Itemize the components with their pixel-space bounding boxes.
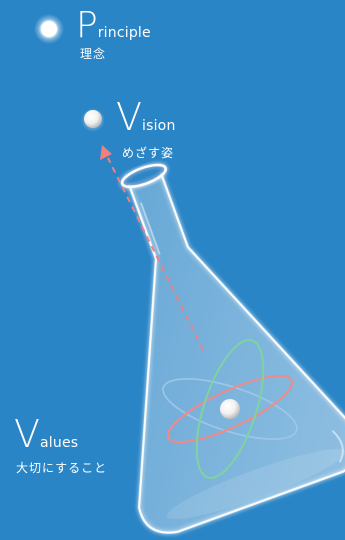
- flask-highlight-right: [331, 430, 344, 463]
- principle-initial: P: [76, 5, 98, 46]
- principle-sub: 理念: [80, 47, 107, 61]
- values-initial: V: [14, 412, 40, 456]
- orbit-pink: [166, 374, 294, 444]
- flask-highlight-left: [139, 202, 161, 255]
- orbit-blue: [162, 378, 298, 440]
- values-rest: alues: [40, 435, 79, 451]
- flask: [120, 163, 345, 534]
- vision-sub: めざす姿: [122, 146, 175, 160]
- principle-sphere: [41, 21, 57, 37]
- principle-rest: rinciple: [97, 25, 151, 41]
- principle-label: Principle: [76, 8, 151, 44]
- vision-arrow-line: [107, 157, 204, 351]
- flask-mouth: [120, 163, 167, 189]
- vision-arrow-head: [100, 145, 112, 160]
- values-label: Values: [14, 415, 78, 453]
- flask-bottom-highlight: [166, 449, 345, 520]
- values-sub: 大切にすること: [16, 461, 108, 475]
- vision-rest: ision: [142, 118, 176, 134]
- vision-initial: V: [116, 95, 142, 139]
- atom-nucleus: [220, 399, 240, 419]
- orbit-green: [195, 339, 265, 479]
- vision-label: Vision: [116, 98, 176, 136]
- vision-sphere: [84, 110, 102, 128]
